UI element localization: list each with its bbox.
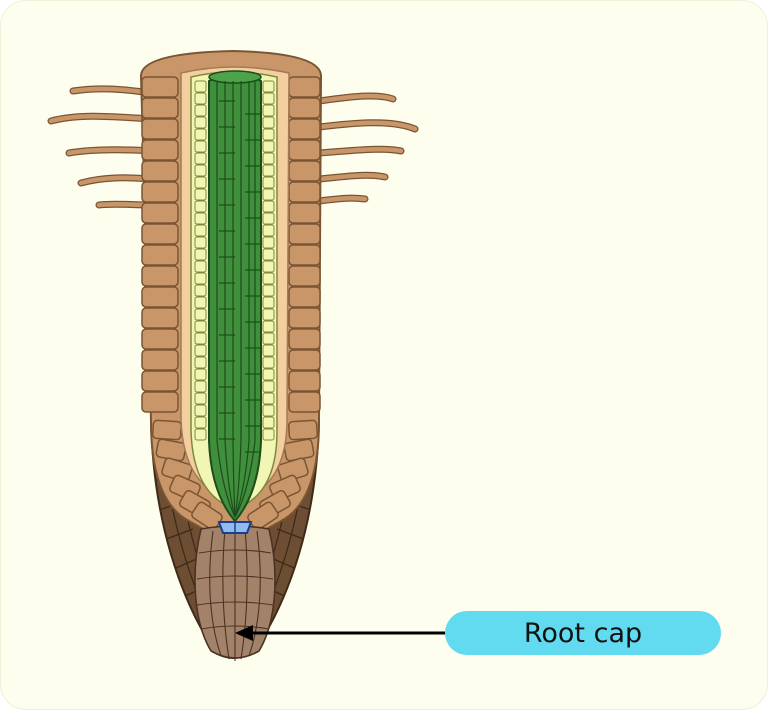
root-hairs-left [47,85,155,209]
root-cap-label-text: Root cap [523,617,643,649]
root-cap-label: Root cap [445,611,721,655]
root-cap-pointer [235,625,445,641]
root-cap-inner [194,525,276,661]
vascular-cylinder [208,70,262,523]
apical-meristem [217,521,253,534]
root-hairs-right [315,92,419,205]
